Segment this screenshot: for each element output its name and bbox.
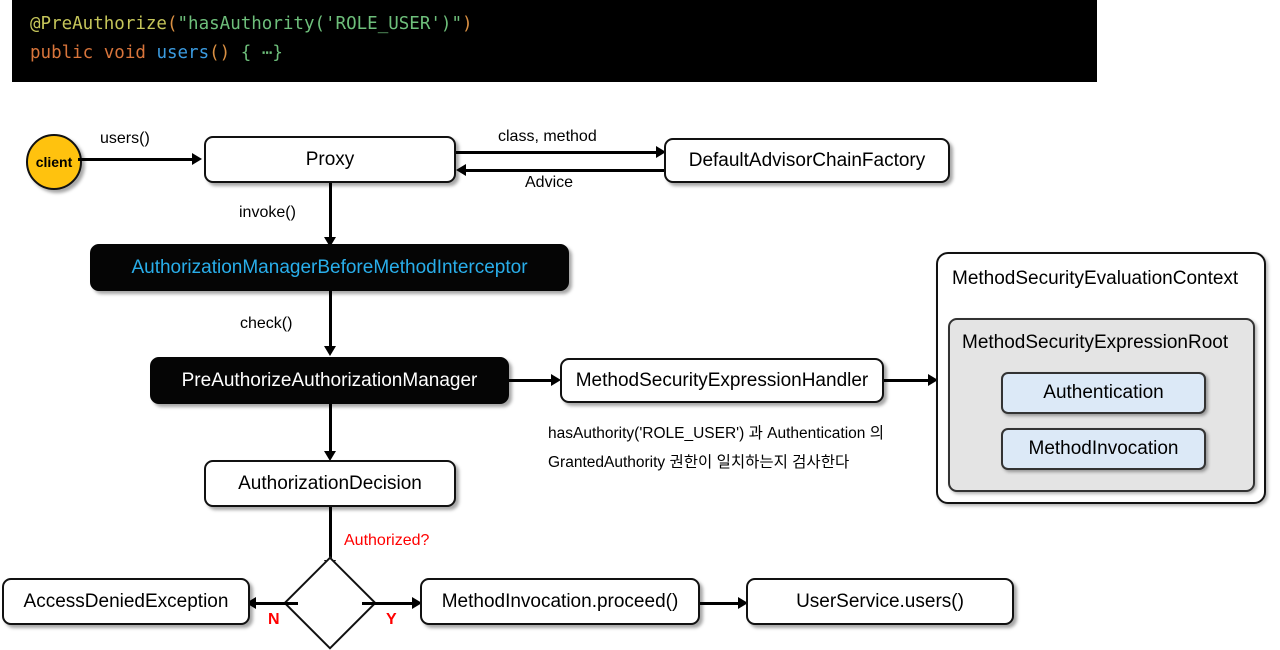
code-line-method: public void users() { ⋯} [30,39,1097,68]
code-token-annotation: @PreAuthorize [30,14,167,34]
edge-label-no: N [268,611,280,628]
node-proxy[interactable]: Proxy [204,136,456,183]
code-token-open-paren: ( [166,14,178,34]
node-access-denied-exception[interactable]: AccessDeniedException [2,578,250,625]
node-user-service-users[interactable]: UserService.users() [746,578,1014,625]
node-method-invocation-proceed[interactable]: MethodInvocation.proceed() [420,578,700,625]
edge-interceptor-to-manager-arrow [324,346,336,356]
edge-label-class-method: class, method [498,128,597,145]
edge-decision-to-diamond-line [329,507,332,565]
edge-manager-to-decision-arrow [324,451,336,461]
edge-proxy-to-interceptor-arrow [324,237,336,247]
edge-interceptor-to-manager-line [329,291,332,351]
note-line-2: GrantedAuthority 권한이 일치하는지 검사한다 [548,454,850,471]
edge-proceed-to-service-arrow [738,597,748,609]
edge-proxy-to-factory-arrow [656,146,666,158]
node-method-invocation[interactable]: MethodInvocation [1001,428,1206,470]
edge-client-to-proxy-arrow [192,153,202,165]
code-token-keywords: public void [30,43,157,63]
node-authorization-manager-before-method-interceptor[interactable]: AuthorizationManagerBeforeMethodIntercep… [90,244,569,291]
edge-diamond-to-proceed-arrow [412,597,422,609]
edge-label-users-call: users() [100,130,150,147]
edge-handler-to-context-line [884,379,928,382]
edge-manager-to-handler-line [509,379,551,382]
code-token-body: { ⋯} [230,43,283,63]
edge-label-authorized: Authorized? [344,532,430,549]
code-token-method-parens: () [209,43,231,63]
group-title-expression-root: MethodSecurityExpressionRoot [962,332,1229,353]
edge-label-yes: Y [386,611,397,628]
edge-factory-to-proxy-arrow [456,164,466,176]
edge-manager-to-handler-arrow [551,374,561,386]
edge-proxy-to-interceptor-line [329,183,332,243]
edge-factory-to-proxy-line [466,169,664,172]
edge-diamond-to-denied-line [252,602,298,605]
group-title-evaluation-context: MethodSecurityEvaluationContext [952,268,1239,289]
node-pre-authorize-authorization-manager[interactable]: PreAuthorizeAuthorizationManager [150,357,509,404]
edge-manager-to-decision-line [329,404,332,456]
node-authorization-decision[interactable]: AuthorizationDecision [204,460,456,507]
node-authentication[interactable]: Authentication [1001,372,1206,414]
edge-label-invoke: invoke() [239,204,296,221]
node-method-security-expression-handler[interactable]: MethodSecurityExpressionHandler [560,358,884,403]
code-line-annotation: @PreAuthorize("hasAuthority('ROLE_USER')… [30,10,1097,39]
edge-diamond-to-denied-arrow [246,597,256,609]
edge-diamond-to-proceed-line [362,602,414,605]
edge-label-check: check() [240,315,293,332]
edge-proceed-to-service-line [700,602,738,605]
code-token-method-name: users [156,43,210,63]
code-token-string: "hasAuthority('ROLE_USER')" [177,14,462,34]
edge-label-advice: Advice [525,174,574,191]
edge-handler-to-context-arrow [928,374,938,386]
code-snippet-block: @PreAuthorize("hasAuthority('ROLE_USER')… [12,0,1097,82]
note-line-1: hasAuthority('ROLE_USER') 과 Authenticati… [548,425,884,442]
edge-client-to-proxy-line [78,158,192,161]
edge-proxy-to-factory-line [456,151,656,154]
node-client[interactable]: client [26,134,82,190]
node-default-advisor-chain-factory[interactable]: DefaultAdvisorChainFactory [664,138,950,183]
code-token-close-paren: ) [462,14,473,34]
